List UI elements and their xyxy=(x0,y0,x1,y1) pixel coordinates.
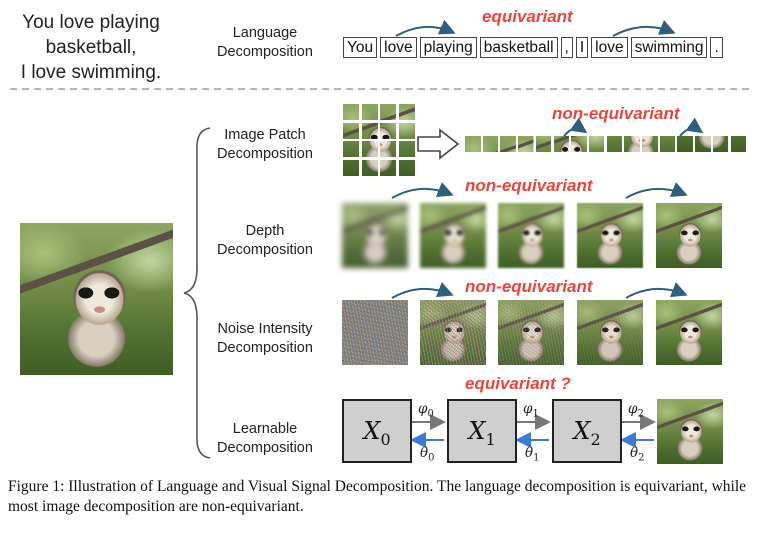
curved-arrow xyxy=(395,19,456,37)
curved-arrow xyxy=(391,282,454,299)
patch-sequence xyxy=(465,136,750,152)
token: . xyxy=(710,37,723,58)
hollow-arrow xyxy=(417,128,460,160)
token: love xyxy=(591,37,628,58)
curved-arrow xyxy=(391,182,454,199)
noise-frame xyxy=(498,300,564,365)
noise-frame xyxy=(577,300,643,365)
example-sentence: You love playing basketball, I love swim… xyxy=(6,10,176,85)
tag-noise: non-equivariant xyxy=(465,277,593,296)
sequence-patch xyxy=(500,136,516,152)
map-phi-0: φ0 xyxy=(418,401,434,420)
tag-learnable: equivariant ? xyxy=(465,374,571,393)
sequence-patch xyxy=(535,136,552,152)
token: playing xyxy=(419,37,477,58)
curved-arrow xyxy=(563,117,588,137)
image-patch xyxy=(361,141,378,157)
noise-frame xyxy=(420,300,486,365)
sequence-patch xyxy=(588,136,605,152)
depth-frame xyxy=(656,203,722,268)
sequence-patch xyxy=(553,136,569,152)
sequence-patch xyxy=(571,136,587,152)
image-patch xyxy=(361,122,378,139)
image-patch xyxy=(380,159,396,176)
map-phi-2: φ2 xyxy=(628,401,644,420)
depth-frame xyxy=(420,203,486,268)
row-label-language: Language Decomposition xyxy=(217,25,313,60)
sentence-line-3: I love swimming. xyxy=(20,62,162,83)
latent-box-x1: X1 xyxy=(447,399,517,463)
token: love xyxy=(380,37,417,58)
image-patch xyxy=(380,104,396,120)
depth-frame xyxy=(342,203,408,268)
curved-arrow xyxy=(679,117,704,137)
image-patch xyxy=(398,122,415,139)
row-label-patch: Image Patch Decomposition xyxy=(217,127,313,162)
image-patch xyxy=(361,104,378,120)
map-phi-1: φ1 xyxy=(523,401,539,420)
tag-language: equivariant xyxy=(482,7,573,26)
noise-frame xyxy=(656,300,722,365)
image-patch xyxy=(343,104,359,120)
left-brace xyxy=(183,127,211,459)
sentence-line-1: You love playing xyxy=(22,12,160,33)
curved-arrow xyxy=(612,20,676,37)
token: basketball xyxy=(479,37,558,58)
sequence-patch xyxy=(730,136,746,152)
sequence-patch xyxy=(518,136,534,152)
sequence-patch xyxy=(642,136,658,152)
figure-caption: Figure 1: Illustration of Language and V… xyxy=(8,478,747,515)
curved-arrow xyxy=(625,182,688,199)
image-patch xyxy=(361,159,378,176)
tag-patch: non-equivariant xyxy=(552,104,680,123)
sequence-patch xyxy=(659,136,676,152)
curved-arrow xyxy=(625,282,688,299)
source-kitten-image xyxy=(20,223,173,375)
map-theta-1: θ1 xyxy=(525,445,540,464)
sentence-line-2: basketball, xyxy=(45,37,137,58)
noise-frame xyxy=(342,300,408,365)
image-patch xyxy=(380,122,396,139)
row-label-depth: Depth Decomposition xyxy=(217,223,313,258)
image-patch xyxy=(343,122,359,139)
token: I xyxy=(575,37,589,58)
sequence-patch xyxy=(677,136,693,152)
image-patch xyxy=(343,141,359,157)
image-patch xyxy=(398,159,415,176)
token: , xyxy=(560,37,573,58)
image-patch xyxy=(343,159,359,176)
token: You xyxy=(343,37,378,58)
image-patch xyxy=(380,141,396,157)
depth-frame xyxy=(577,203,643,268)
image-patch xyxy=(398,141,415,157)
depth-frame xyxy=(498,203,564,268)
latent-box-x0: X0 xyxy=(342,399,412,463)
sequence-patch xyxy=(624,136,640,152)
patch-grid xyxy=(343,104,415,176)
image-patch xyxy=(398,104,415,120)
learnable-output-image xyxy=(657,399,723,464)
token: swimming xyxy=(630,37,708,58)
latent-box-x2: X2 xyxy=(552,399,622,463)
sequence-patch xyxy=(695,136,711,152)
sequence-patch xyxy=(465,136,481,152)
row-label-learnable: Learnable Decomposition xyxy=(217,421,313,456)
sequence-patch xyxy=(712,136,729,152)
sequence-patch xyxy=(482,136,499,152)
row-label-noise: Noise Intensity Decomposition xyxy=(217,321,313,356)
map-theta-2: θ2 xyxy=(630,445,645,464)
map-theta-0: θ0 xyxy=(420,445,435,464)
sequence-patch xyxy=(606,136,623,152)
tag-depth: non-equivariant xyxy=(465,176,593,195)
